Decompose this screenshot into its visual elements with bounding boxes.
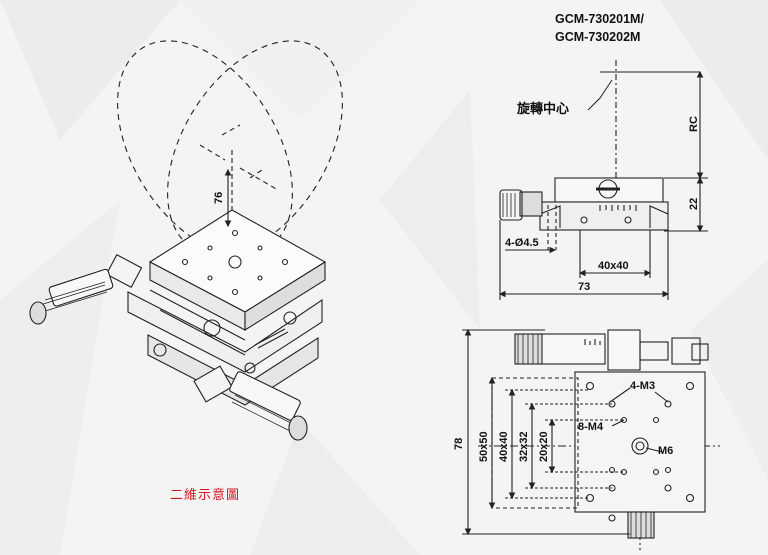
model-number-title: GCM-730201M/ GCM-730202M: [555, 10, 715, 46]
dim-32x32: 32x32: [518, 431, 530, 462]
dim-20x20: 20x20: [538, 431, 550, 462]
swing-arc-1: [117, 40, 293, 256]
dim-40x40-top: 40x40: [498, 431, 510, 462]
swing-arc-2: [167, 40, 343, 256]
micrometer-lower: [193, 365, 308, 441]
model-line-2: GCM-730202M: [555, 30, 641, 44]
iso-dim-76: 76: [213, 192, 225, 204]
dim-78: 78: [453, 438, 465, 450]
side-view: [498, 60, 708, 300]
dim-73: 73: [578, 281, 590, 293]
label-8-m4: 8-M4: [578, 421, 604, 433]
rotation-center-label: 旋轉中心: [517, 102, 570, 117]
model-line-1: GCM-730201M/: [555, 12, 644, 26]
dim-50x50: 50x50: [478, 431, 490, 462]
isometric-stage-view: [29, 40, 343, 441]
label-4-m3: 4-M3: [630, 380, 655, 392]
dim-rc: RC: [688, 116, 700, 132]
dim-40x40-side: 40x40: [598, 260, 629, 272]
top-view: [462, 328, 720, 550]
schematic-caption: 二維示意圖: [170, 488, 241, 503]
dim-22: 22: [688, 198, 700, 210]
micrometer-upper: [29, 253, 143, 325]
label-m6: M6: [658, 445, 673, 457]
dim-hole: 4-Ø4.5: [505, 237, 539, 249]
